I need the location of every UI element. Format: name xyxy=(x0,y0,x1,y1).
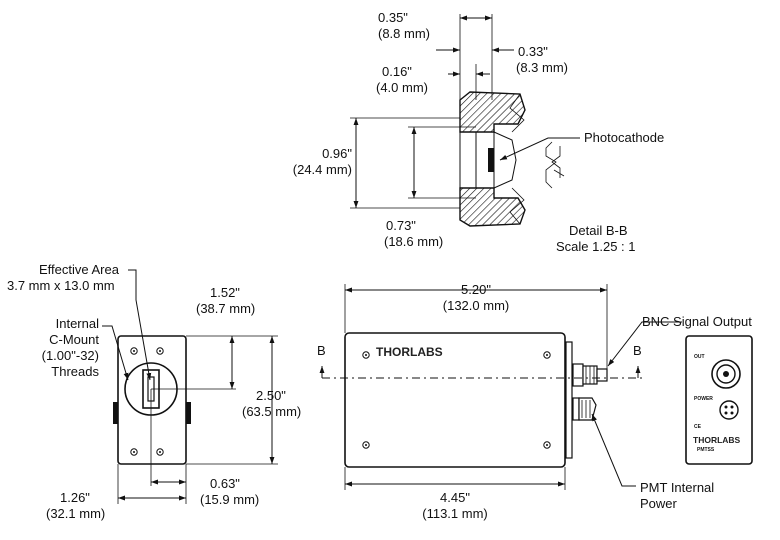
dim-0.63-in: 0.63" xyxy=(210,476,240,491)
detail-title: Detail B-B xyxy=(569,223,628,238)
dim-0.16-mm: (4.0 mm) xyxy=(376,80,428,95)
mount-label-4: Threads xyxy=(51,364,99,379)
effective-area-size: 3.7 mm x 13.0 mm xyxy=(7,278,115,293)
rear-brand: THORLABS xyxy=(693,435,741,445)
bnc-label: BNC Signal Output xyxy=(642,314,752,329)
dim-1.26-mm: (32.1 mm) xyxy=(46,506,105,521)
photocathode-label: Photocathode xyxy=(584,130,664,145)
dim-0.96-in: 0.96" xyxy=(322,146,352,161)
rear-view: OUT POWER CE THORLABS PMTSS xyxy=(685,335,753,465)
detail-scale: Scale 1.25 : 1 xyxy=(556,239,636,254)
dim-0.33-mm: (8.3 mm) xyxy=(516,60,568,75)
rear-power-label: POWER xyxy=(694,396,713,402)
dim-0.33-in: 0.33" xyxy=(518,44,548,59)
side-brand: THORLABS xyxy=(376,345,443,359)
dim-0.63-mm: (15.9 mm) xyxy=(200,492,259,507)
dim-0.73-in: 0.73" xyxy=(386,218,416,233)
effective-area-label: Effective Area xyxy=(39,262,120,277)
mount-label-3: (1.00"-32) xyxy=(42,348,99,363)
dim-2.50-mm: (63.5 mm) xyxy=(242,404,301,419)
dim-2.50-in: 2.50" xyxy=(256,388,286,403)
rear-model: PMTSS xyxy=(697,447,715,453)
detail-section-view: 0.35" (8.8 mm) 0.33" (8.3 mm) 0.16" (4.0… xyxy=(293,10,664,254)
dim-0.35-in: 0.35" xyxy=(378,10,408,25)
dim-0.73-mm: (18.6 mm) xyxy=(384,234,443,249)
dim-4.45-mm: (113.1 mm) xyxy=(422,506,488,521)
dim-0.35-mm: (8.8 mm) xyxy=(378,26,430,41)
power-label-1: PMT Internal xyxy=(640,480,714,495)
mount-label-2: C-Mount xyxy=(49,332,99,347)
mount-label-1: Internal xyxy=(56,316,99,331)
section-mark-left: B xyxy=(317,343,326,358)
rear-out-label: OUT xyxy=(694,354,705,360)
dim-0.96-mm: (24.4 mm) xyxy=(293,162,352,177)
dim-1.26-in: 1.26" xyxy=(60,490,90,505)
dim-1.52-in: 1.52" xyxy=(210,285,240,300)
section-mark-right: B xyxy=(633,343,642,358)
dim-4.45-in: 4.45" xyxy=(440,490,470,505)
side-view: THORLABS B B 5.20" (132.0 mm) 4.45" (113… xyxy=(317,282,752,521)
dim-5.20-in: 5.20" xyxy=(461,282,491,297)
rear-ce-mark: CE xyxy=(694,424,702,430)
power-label-2: Power xyxy=(640,496,678,511)
front-view: Effective Area 3.7 mm x 13.0 mm Internal… xyxy=(7,262,301,521)
dim-5.20-mm: (132.0 mm) xyxy=(443,298,509,313)
dim-1.52-mm: (38.7 mm) xyxy=(196,301,255,316)
dim-0.16-in: 0.16" xyxy=(382,64,412,79)
